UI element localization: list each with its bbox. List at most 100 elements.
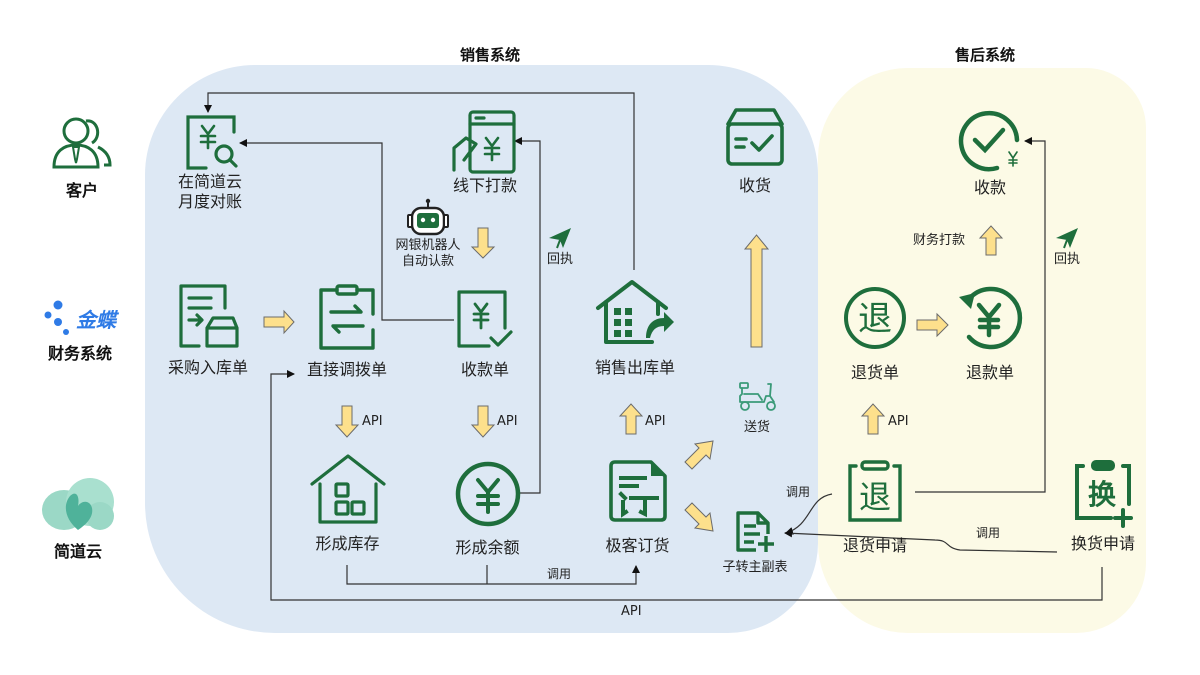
lane-customer: 客户 xyxy=(42,115,122,201)
node-direct-transfer-label: 直接调拨单 xyxy=(306,360,387,379)
node-balance-label: 形成余额 xyxy=(455,538,520,557)
arrow-return-api-up xyxy=(860,403,886,435)
arrow-order-to-subtable xyxy=(684,502,714,532)
yuan-search-doc-icon xyxy=(186,115,238,170)
arrow-order-to-delivery xyxy=(684,440,714,470)
node-receive-goods-label: 收货 xyxy=(738,176,771,195)
phone-payment-icon xyxy=(452,110,516,174)
node-sub-to-main[interactable]: 子转主副表 xyxy=(710,510,800,576)
arrow-return-to-refund xyxy=(916,312,949,338)
node-bank-robot-label-2: 自动认款 xyxy=(401,254,454,269)
customer-icon xyxy=(52,117,112,169)
inbound-doc-icon xyxy=(179,284,239,348)
clipboard-transfer-icon xyxy=(319,284,375,350)
node-bank-robot-label-1: 网银机器人 xyxy=(395,238,461,253)
kingdee-brand-text: 金蝶 xyxy=(76,307,116,332)
lane-customer-label: 客户 xyxy=(65,181,98,200)
api-label-transfer: API xyxy=(362,414,383,429)
exchange-clipboard-icon: 换 xyxy=(1075,460,1133,528)
after-sales-system-zone xyxy=(818,68,1146,633)
node-purchase-inbound-label: 采购入库单 xyxy=(167,358,248,377)
finance-pay-label: 财务打款 xyxy=(913,233,966,248)
arrow-robot-down xyxy=(470,227,496,259)
node-offline-payment[interactable]: 线下打款 xyxy=(440,108,530,196)
lane-jiandaoyun: 简道云 xyxy=(38,476,118,562)
svg-text:退: 退 xyxy=(859,478,891,516)
invoke-label-return: 调用 xyxy=(786,485,811,499)
edge-balance-to-offline xyxy=(514,137,541,494)
svg-text:换: 换 xyxy=(1088,478,1117,511)
node-receipt[interactable]: 收款单 xyxy=(440,288,530,380)
edge-receipt-to-reconcile xyxy=(239,139,454,321)
node-refund-order[interactable]: 退款单 xyxy=(950,285,1030,383)
node-direct-transfer[interactable]: 直接调拨单 xyxy=(297,284,397,380)
arrow-receipt-api-down xyxy=(470,405,496,438)
node-exchange-request-label: 换货申请 xyxy=(1070,534,1135,553)
edge-exchange-to-transfer xyxy=(270,370,1103,601)
api-label-outbound: API xyxy=(645,414,666,429)
node-purchase-inbound[interactable]: 采购入库单 xyxy=(158,284,258,378)
return-clipboard-icon: 退 xyxy=(848,460,902,522)
receipt-back-after-label: 回执 xyxy=(1053,252,1080,267)
lane-finance-label: 财务系统 xyxy=(47,344,112,363)
invoke-label-exchange: 调用 xyxy=(976,526,1001,540)
receipt-back-after: 回执 xyxy=(1047,226,1087,268)
kingdee-dots-icon xyxy=(44,300,69,335)
warehouse-out-icon xyxy=(596,280,674,344)
node-inventory[interactable]: 形成库存 xyxy=(300,454,395,554)
arrow-outbound-api-up xyxy=(618,403,644,435)
arrow-finance-pay-up xyxy=(978,225,1004,256)
edge-exchange-invoke xyxy=(784,529,1058,553)
edge-return-request-to-receipt xyxy=(915,137,1046,493)
edge-return-invoke xyxy=(785,493,833,535)
node-after-receipt-label: 收款 xyxy=(973,178,1006,197)
node-delivery[interactable]: 送货 xyxy=(722,380,792,436)
node-exchange-request[interactable]: 换 换货申请 xyxy=(1058,460,1148,554)
node-bank-robot[interactable]: 网银机器人 自动认款 xyxy=(388,198,468,270)
node-jike-order[interactable]: 极客订货 xyxy=(590,458,685,556)
invoke-label-bottom: 调用 xyxy=(547,567,572,581)
node-return-request-label: 退货申请 xyxy=(842,536,907,555)
arrow-purchase-to-transfer xyxy=(263,309,295,335)
node-monthly-reconcile-label-1: 在简道云 xyxy=(177,172,242,191)
edge-outbound-to-reconcile xyxy=(204,92,635,270)
node-jike-order-label: 极客订货 xyxy=(605,536,670,555)
node-return-request[interactable]: 退 退货申请 xyxy=(830,460,920,556)
paper-plane-icon xyxy=(549,228,571,249)
house-grid-icon xyxy=(309,454,386,524)
node-return-order-label: 退货单 xyxy=(850,363,899,382)
node-monthly-reconcile-label-2: 月度对账 xyxy=(177,192,242,211)
sales-system-title: 销售系统 xyxy=(459,46,520,64)
order-doc-icon xyxy=(608,460,667,522)
paper-plane-icon xyxy=(1056,228,1078,249)
node-return-order[interactable]: 退 退货单 xyxy=(835,285,915,383)
node-sales-outbound[interactable]: 销售出库单 xyxy=(585,280,685,378)
api-label-receipt: API xyxy=(497,414,518,429)
node-offline-payment-label: 线下打款 xyxy=(452,176,517,195)
node-sub-to-main-label: 子转主副表 xyxy=(722,560,788,575)
lane-jiandaoyun-label: 简道云 xyxy=(53,542,102,561)
jiandaoyun-logo xyxy=(42,478,114,530)
node-balance[interactable]: 形成余额 xyxy=(440,460,535,558)
arrow-delivery-to-receive xyxy=(743,234,770,348)
robot-icon xyxy=(407,198,449,236)
lane-finance-system: 金蝶 财务系统 xyxy=(30,300,130,364)
api-label-return: API xyxy=(888,414,909,429)
sales-system-zone xyxy=(145,65,818,633)
yuan-doc-check-icon xyxy=(457,290,513,348)
node-inventory-label: 形成库存 xyxy=(315,534,380,553)
refund-circle-icon xyxy=(959,286,1023,350)
yuan-circle-icon xyxy=(455,461,520,527)
node-receipt-label: 收款单 xyxy=(460,360,509,379)
node-refund-order-label: 退款单 xyxy=(965,363,1014,382)
scooter-icon xyxy=(739,382,776,411)
node-monthly-reconcile[interactable]: 在简道云 月度对账 xyxy=(170,112,250,212)
receipt-back-sales-label: 回执 xyxy=(546,252,573,267)
node-receive-goods[interactable]: 收货 xyxy=(715,106,795,196)
node-sales-outbound-label: 销售出库单 xyxy=(594,358,675,377)
node-after-receipt[interactable]: 收款 xyxy=(950,106,1030,198)
kingdee-logo: 金蝶 xyxy=(44,300,116,336)
return-circle-icon: 退 xyxy=(844,287,906,349)
check-circle-yuan-icon xyxy=(958,110,1020,172)
